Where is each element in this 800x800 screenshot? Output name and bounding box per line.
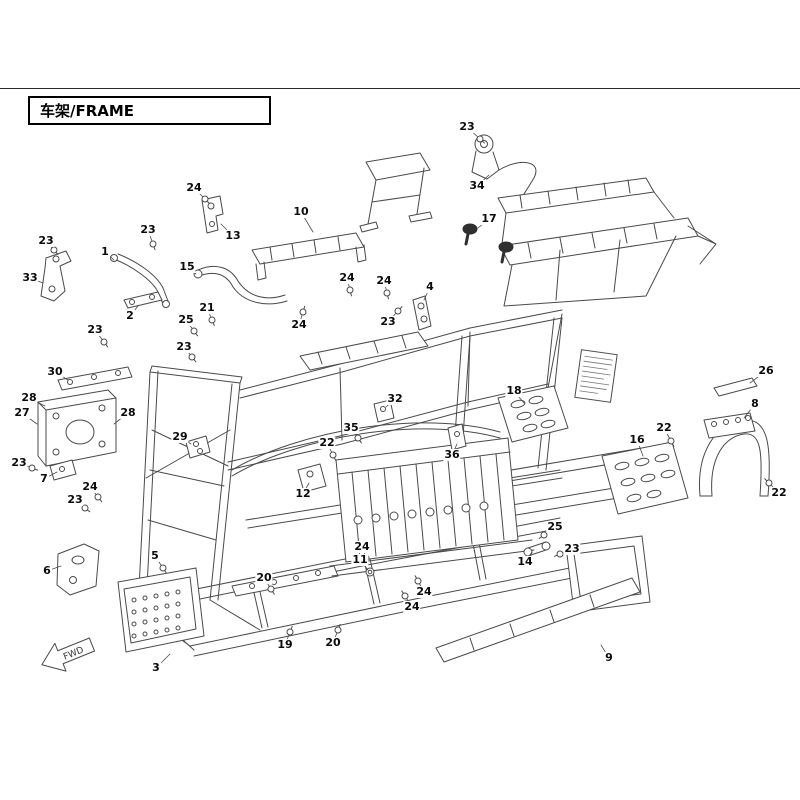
spec-sticker xyxy=(574,349,618,403)
part-2-bar xyxy=(123,291,163,309)
part-7-bracket xyxy=(49,459,77,481)
part-6-bracket xyxy=(56,543,100,596)
part-17-bolts xyxy=(462,223,514,264)
part-10-rack xyxy=(251,232,367,281)
rear-carrier xyxy=(497,177,717,307)
part-13-bracket xyxy=(201,195,224,234)
battery-tray xyxy=(329,437,535,577)
part-4-plate xyxy=(412,295,432,331)
part-15-rod xyxy=(193,266,288,305)
part-29-bracket xyxy=(185,435,211,459)
part-12-bracket xyxy=(297,463,327,493)
page-top-rule xyxy=(0,88,800,89)
part-30-plate xyxy=(57,366,133,391)
part-14-link xyxy=(523,541,551,557)
part-18-footboard xyxy=(497,385,569,443)
part-36-bracket xyxy=(447,423,467,451)
diagram-title-box: 车架/FRAME xyxy=(28,96,271,125)
fwd-arrow: FWD xyxy=(41,637,96,672)
part-9-rail xyxy=(435,577,641,663)
part-27-box xyxy=(37,389,117,467)
part-seat-stand xyxy=(359,152,433,233)
part-8-bracket xyxy=(698,412,770,497)
part-16-footboard xyxy=(601,441,689,515)
diagram-title: 车架/FRAME xyxy=(40,102,135,120)
part-33-bracket xyxy=(40,250,72,302)
part-26-spacer xyxy=(713,377,758,397)
part-34-bracket xyxy=(471,134,537,195)
front-foot-plate xyxy=(117,567,205,653)
part-32-bracket xyxy=(373,399,395,423)
